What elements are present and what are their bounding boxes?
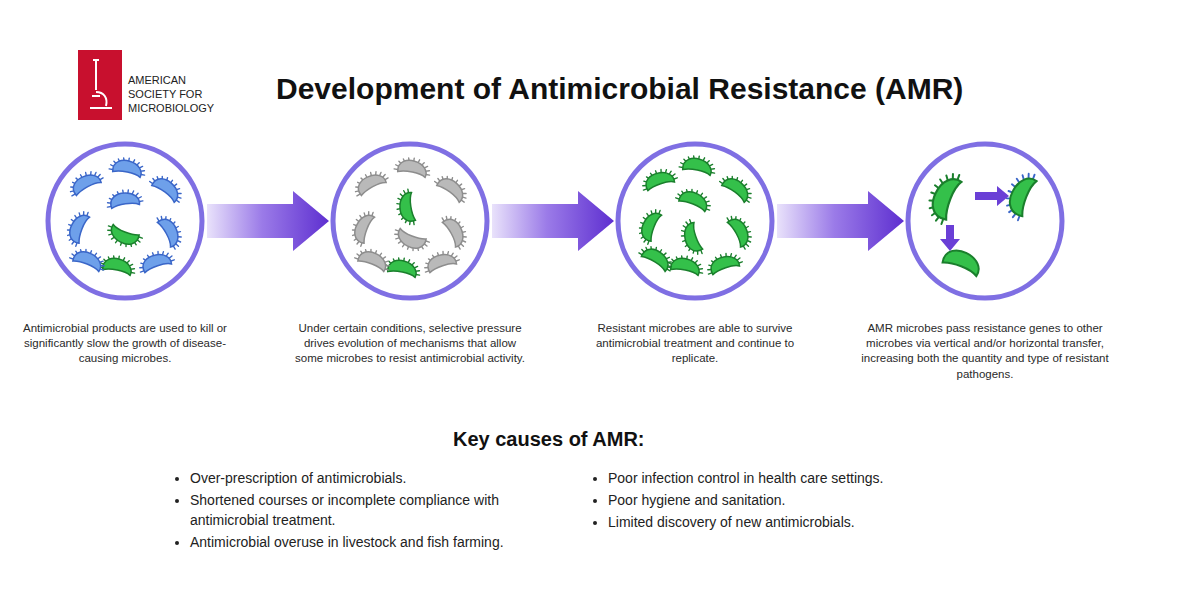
stage-caption: Under certain conditions, selective pres…: [293, 321, 528, 367]
microbe: [354, 245, 394, 273]
diagram-title: Development of Antimicrobial Resistance …: [276, 72, 963, 106]
cause-item: Limited discovery of new antimicrobials.: [608, 512, 988, 532]
microscope-icon: [90, 60, 112, 108]
transfer-arrows: [940, 186, 1009, 251]
circle-outline: [330, 141, 490, 301]
microbe: [639, 165, 679, 193]
cause-item: Over-prescription of antimicrobials.: [190, 468, 570, 488]
microbe: [391, 227, 431, 255]
stage-caption: AMR microbes pass resistance genes to ot…: [860, 321, 1110, 382]
microbe: [104, 223, 144, 251]
microbe: [394, 189, 417, 227]
microbe: [679, 153, 717, 176]
microbe: [148, 170, 187, 205]
microbe: [384, 255, 422, 278]
microbe: [922, 168, 963, 225]
stage-caption: Resistant microbes are able to survive a…: [588, 321, 803, 367]
microbe: [348, 208, 376, 248]
microbe: [105, 187, 143, 210]
microbe: [69, 245, 109, 273]
circle-outline: [905, 141, 1065, 301]
microbe: [675, 185, 715, 213]
causes-list: Over-prescription of antimicrobials.Shor…: [170, 468, 570, 554]
microbe: [421, 247, 461, 275]
microbe: [109, 155, 147, 178]
microbe: [942, 246, 983, 276]
microbe: [718, 170, 757, 205]
stage-circle: Resistant microbes are able to survive a…: [615, 141, 775, 301]
circle-outline: [45, 141, 205, 301]
microbe: [667, 253, 705, 276]
stage-circle: Under certain conditions, selective pres…: [330, 141, 490, 301]
microbe: [440, 211, 473, 251]
cause-item: Antimicrobial overuse in livestock and f…: [190, 532, 570, 552]
microbe: [725, 211, 758, 251]
microbe: [433, 170, 472, 205]
microbe: [635, 206, 663, 246]
microbe: [637, 241, 677, 274]
cause-item: Poor infection control in health care se…: [608, 468, 988, 488]
microbe: [136, 247, 176, 275]
causes-list: Poor infection control in health care se…: [588, 468, 988, 534]
stage-caption: Antimicrobial products are used to kill …: [20, 321, 230, 367]
stage-circle: AMR microbes pass resistance genes to ot…: [905, 141, 1065, 301]
cause-item: Shortened courses or incomplete complian…: [190, 490, 570, 530]
microbe: [99, 253, 137, 276]
microbe: [350, 166, 390, 199]
stage-circle: Antimicrobial products are used to kill …: [45, 141, 205, 301]
society-logo: [0, 0, 200, 140]
society-name: AMERICAN SOCIETY FOR MICROBIOLOGY: [128, 73, 228, 115]
microbe: [394, 155, 432, 178]
circle-outline: [615, 141, 775, 301]
stage-arrow: [492, 191, 614, 251]
microbe: [677, 219, 705, 259]
logo-square: [78, 50, 122, 120]
causes-heading: Key causes of AMR:: [453, 428, 645, 451]
microbe: [63, 208, 91, 248]
microbe: [65, 166, 105, 199]
stage-arrow: [207, 191, 329, 251]
microbe: [155, 211, 188, 251]
cause-item: Poor hygiene and sanitation.: [608, 490, 988, 510]
stage-arrow: [777, 191, 904, 251]
microbe: [704, 249, 744, 277]
